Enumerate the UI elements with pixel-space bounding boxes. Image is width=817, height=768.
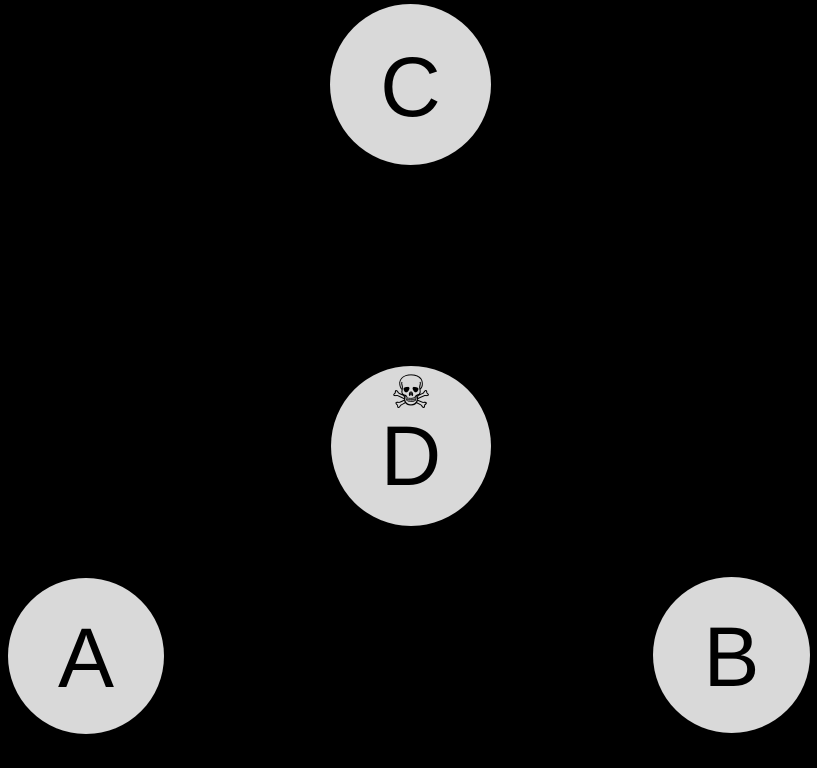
node-D-label: D [380, 409, 442, 503]
node-C-label: C [380, 39, 441, 134]
skull-crossbones-icon: ☠ [390, 365, 432, 419]
node-B-label: B [703, 610, 760, 704]
node-B: B [653, 577, 810, 733]
node-C: C [330, 4, 491, 165]
node-A-label: A [57, 611, 115, 705]
node-A: A [8, 578, 164, 734]
node-D: ☠ D [331, 366, 491, 526]
